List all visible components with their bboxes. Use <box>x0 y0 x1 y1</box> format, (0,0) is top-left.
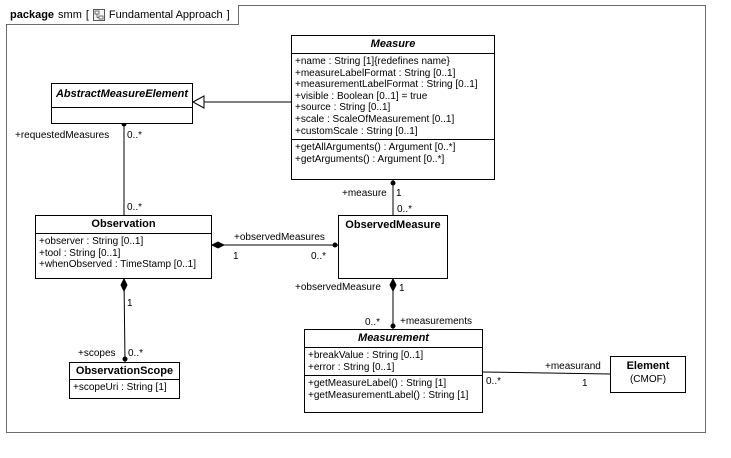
scopes-edge <box>120 277 128 363</box>
package-frame-tab: package smm [ Fundamental Approach ] <box>6 5 239 25</box>
mult-scopes-top: 1 <box>127 298 133 309</box>
mult-observed-measures: 0..* <box>311 251 327 262</box>
attribute-row: +measureLabelFormat : String [0..1] <box>295 67 456 79</box>
requested-measures-edge <box>121 121 127 215</box>
frame-keyword: package <box>10 8 55 21</box>
attribute-row: +scopeUri : String [1] <box>73 382 167 393</box>
bracket-close: ] <box>226 8 230 21</box>
class-element[interactable]: Element (CMOF) <box>610 356 686 393</box>
attribute-row: +observer : String [0..1] <box>39 236 144 247</box>
class-observation-scope[interactable]: ObservationScope +scopeUri : String [1] <box>69 362 180 399</box>
mult-scopes: 0..* <box>128 348 144 359</box>
class-measurement[interactable]: Measurement +breakValue : String [0..1] … <box>304 329 483 413</box>
operation-row: +getArguments() : Argument [0..*] <box>295 153 445 165</box>
class-measurement-name: Measurement <box>358 332 429 344</box>
class-observation-scope-name: ObservationScope <box>75 365 174 377</box>
role-requested-measures: +requestedMeasures <box>15 130 110 141</box>
generalization-edge <box>191 95 291 109</box>
package-frame <box>6 5 706 433</box>
class-measure[interactable]: Measure +name : String [1]{redefines nam… <box>291 35 495 180</box>
attribute-row: +measurementLabelFormat : String [0..1] <box>295 79 478 91</box>
class-observed-measure[interactable]: ObservedMeasure <box>338 215 448 279</box>
class-observation-attributes: +observer : String [0..1] +tool : String… <box>36 233 211 273</box>
attribute-row: +whenObserved : TimeStamp [0..1] <box>39 259 197 271</box>
role-observed-measure: +observedMeasure <box>295 282 381 293</box>
class-measurement-attributes: +breakValue : String [0..1] +error : Str… <box>305 347 482 375</box>
mult-measure: 1 <box>396 188 402 199</box>
package-name: smm <box>58 8 82 21</box>
attribute-row: +tool : String [0..1] <box>39 247 121 259</box>
class-measure-attributes: +name : String [1]{redefines name} +meas… <box>292 53 494 139</box>
class-observed-measure-name: ObservedMeasure <box>345 219 441 231</box>
mult-observed-measure: 1 <box>399 283 405 294</box>
class-observation-name: Observation <box>91 218 156 230</box>
measurand-edge <box>482 371 611 375</box>
class-measure-operations: +getAllArguments() : Argument [0..*] +ge… <box>292 139 494 167</box>
class-abstract-measure-element[interactable]: AbstractMeasureElement <box>51 83 193 124</box>
class-element-name: Element <box>626 360 670 372</box>
measure-observed-measure-edge <box>390 180 396 215</box>
mult-measurement-element: 0..* <box>486 376 502 387</box>
role-scopes: +scopes <box>78 348 116 359</box>
mult-requested-bottom: 0..* <box>127 202 143 213</box>
class-observation[interactable]: Observation +observer : String [0..1] +t… <box>35 215 212 279</box>
class-measurement-operations: +getMeasureLabel() : String [1] +getMeas… <box>305 375 482 403</box>
operation-row: +getMeasurementLabel() : String [1] <box>308 389 469 401</box>
observed-measures-edge <box>210 241 338 249</box>
role-measurements: +measurements <box>400 316 472 327</box>
class-measure-name: Measure <box>370 38 416 50</box>
role-measure: +measure <box>342 188 387 199</box>
mult-requested-top: 0..* <box>127 130 143 141</box>
attribute-row: +source : String [0..1] <box>295 102 391 114</box>
mult-observation: 1 <box>233 251 239 262</box>
attribute-row: +visible : Boolean [0..1] = true <box>295 90 428 102</box>
attribute-row: +customScale : String [0..1] <box>295 125 418 137</box>
mult-measurand: 1 <box>582 378 588 389</box>
operation-row: +getAllArguments() : Argument [0..*] <box>295 142 456 154</box>
attribute-row: +error : String [0..1] <box>308 361 395 373</box>
role-observed-measures: +observedMeasures <box>234 232 325 243</box>
class-observation-scope-attributes: +scopeUri : String [1] <box>70 379 179 396</box>
attribute-row: +scale : ScaleOfMeasurement [0..1] <box>295 113 455 125</box>
class-diagram-icon <box>92 8 105 21</box>
attribute-row: +breakValue : String [0..1] <box>308 350 424 361</box>
mult-measure-obs: 0..* <box>397 204 413 215</box>
measurements-edge <box>389 277 397 329</box>
bracket-open: [ <box>85 8 89 21</box>
class-abstract-measure-element-name: AbstractMeasureElement <box>55 88 189 100</box>
attribute-row: +name : String [1]{redefines name} <box>295 56 450 67</box>
operation-row: +getMeasureLabel() : String [1] <box>308 378 447 390</box>
mult-measurements: 0..* <box>365 317 381 328</box>
class-abstract-measure-element-divider <box>52 107 192 108</box>
diagram-name: Fundamental Approach <box>108 8 223 21</box>
role-measurand: +measurand <box>545 361 601 372</box>
class-element-subtitle: (CMOF) <box>629 374 667 385</box>
